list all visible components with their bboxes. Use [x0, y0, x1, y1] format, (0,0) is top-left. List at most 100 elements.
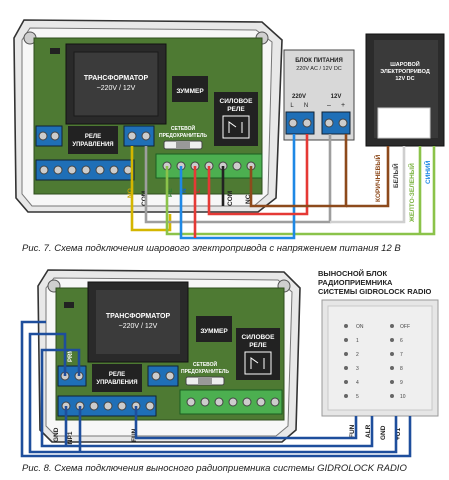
relay-symbol-icon	[222, 115, 250, 139]
svg-text:УПРАВЛЕНИЯ: УПРАВЛЕНИЯ	[96, 380, 137, 386]
indicator-label: 7	[400, 352, 403, 358]
svg-text:COM: COM	[227, 191, 234, 206]
svg-text:220V: 220V	[292, 94, 306, 100]
terminal-block-bottom	[35, 159, 135, 181]
svg-text:12V DC: 12V DC	[395, 76, 414, 82]
receiver-terminal-labels: FUN ALR GND +U1	[349, 424, 402, 440]
svg-text:+: +	[341, 102, 345, 109]
transformer-label: ТРАНСФОРМАТОР	[84, 75, 149, 82]
buzzer	[196, 316, 232, 342]
wires-fig8	[20, 320, 412, 458]
svg-text:ЗУММЕР: ЗУММЕР	[200, 328, 228, 335]
terminal-block-power	[179, 389, 283, 415]
svg-text:БЕЛЫЙ: БЕЛЫЙ	[391, 163, 400, 188]
control-relay	[68, 126, 118, 154]
indicator-led-icon	[344, 338, 348, 342]
svg-text:ПРЕДОХРАНИТЕЛЬ: ПРЕДОХРАНИТЕЛЬ	[181, 369, 229, 375]
svg-text:РЕЛЕ: РЕЛЕ	[109, 372, 125, 378]
prm-label: PRM	[68, 349, 74, 362]
indicator-led-icon	[344, 394, 348, 398]
svg-text:РАДИОПРИЕМНИКА: РАДИОПРИЕМНИКА	[318, 278, 393, 287]
svg-text:УПРАВЛЕНИЯ: УПРАВЛЕНИЯ	[72, 142, 113, 148]
relay-symbol-icon	[244, 351, 272, 375]
svg-text:+U1: +U1	[395, 428, 402, 440]
svg-text:FUN: FUN	[349, 424, 356, 438]
power-relay	[214, 92, 258, 146]
svg-text:КОРИЧНЕВЫЙ: КОРИЧНЕВЫЙ	[373, 154, 382, 202]
indicator-led-icon	[390, 394, 394, 398]
svg-text:PE: PE	[167, 188, 174, 197]
indicator-label: 10	[400, 394, 406, 400]
terminal-block-com	[147, 365, 179, 387]
figure-8-caption: Рис. 8. Схема подключения выносного ради…	[22, 463, 407, 474]
indicator-label: 3	[356, 366, 359, 372]
svg-text:NC: NC	[245, 194, 252, 204]
figure-7: ТРАНСФОРМАТОР ~220V / 12V ЗУММЕР СИЛОВОЕ…	[13, 19, 445, 240]
svg-text:ТРАНСФОРМАТОР: ТРАНСФОРМАТОР	[106, 313, 171, 320]
svg-text:ЭЛЕКТРОПРИВОД: ЭЛЕКТРОПРИВОД	[380, 69, 430, 75]
svg-text:СИЛОВОЕ: СИЛОВОЕ	[242, 334, 276, 341]
indicator-label: 1	[356, 338, 359, 344]
svg-text:~220V / 12V: ~220V / 12V	[119, 323, 158, 330]
svg-text:ЖЕЛТО-ЗЕЛЕНЫЙ: ЖЕЛТО-ЗЕЛЕНЫЙ	[407, 163, 416, 223]
terminal-labels: NO COM PE N L COM NC	[127, 188, 252, 206]
wire-labels: КОРИЧНЕВЫЙ БЕЛЫЙ ЖЕЛТО-ЗЕЛЕНЫЙ СИНИЙ	[373, 154, 432, 223]
indicator-label: 9	[400, 380, 403, 386]
indicator-led-icon	[344, 380, 348, 384]
terminal-block-prm	[57, 365, 87, 387]
indicator-label: ON	[356, 324, 364, 330]
svg-text:N: N	[304, 103, 308, 109]
power-relay	[236, 328, 280, 380]
terminal-block-bottom	[57, 395, 157, 417]
terminal-block-left	[35, 125, 63, 147]
svg-text:L: L	[195, 189, 202, 193]
indicator-led-icon	[344, 366, 348, 370]
svg-text:GND: GND	[53, 427, 60, 442]
svg-text:ПРЕДОХРАНИТЕЛЬ: ПРЕДОХРАНИТЕЛЬ	[159, 133, 207, 139]
figure-7-caption: Рис. 7. Схема подключения шарового элект…	[22, 243, 401, 254]
svg-text:СЕТЕВОЙ: СЕТЕВОЙ	[193, 360, 218, 368]
svg-text:ШАРОВОЙ: ШАРОВОЙ	[390, 60, 419, 68]
wires-fig7	[130, 134, 436, 240]
indicator-led-icon	[390, 338, 394, 342]
svg-text:СИНИЙ: СИНИЙ	[423, 160, 432, 184]
svg-text:INP1: INP1	[67, 431, 74, 446]
svg-text:COM: COM	[141, 191, 148, 206]
svg-text:ALR: ALR	[365, 424, 372, 438]
drive-cutout	[377, 107, 431, 139]
indicator-led-icon	[344, 352, 348, 356]
controller-terminal-labels: GND INP1 FUN	[53, 427, 138, 446]
svg-text:СИСТЕМЫ GIDROLOCK RADIO: СИСТЕМЫ GIDROLOCK RADIO	[318, 287, 432, 296]
svg-text:БЛОК ПИТАНИЯ: БЛОК ПИТАНИЯ	[295, 58, 343, 64]
svg-text:РЕЛЕ: РЕЛЕ	[249, 342, 267, 349]
svg-text:–: –	[327, 102, 331, 109]
svg-text:NO: NO	[127, 188, 134, 198]
svg-text:СЕТЕВОЙ: СЕТЕВОЙ	[171, 124, 196, 132]
indicator-label: 2	[356, 352, 359, 358]
figure-8: ТРАНСФОРМАТОР ~220V / 12V ЗУММЕР СИЛОВОЕ…	[20, 269, 439, 458]
svg-text:L: L	[290, 103, 294, 109]
indicator-label: 6	[400, 338, 403, 344]
indicator-led-icon	[390, 324, 394, 328]
terminal-block-com	[123, 125, 155, 147]
relay-label-1: СИЛОВОЕ	[220, 98, 254, 105]
svg-text:FUN: FUN	[131, 428, 138, 442]
indicator-label: 4	[356, 380, 359, 386]
transformer-rating: ~220V / 12V	[97, 85, 136, 92]
control-relay	[92, 364, 142, 392]
svg-text:12V: 12V	[331, 94, 342, 100]
svg-text:220V AC / 12V DC: 220V AC / 12V DC	[296, 66, 342, 72]
buzzer-label: ЗУММЕР	[176, 88, 204, 95]
indicator-led-icon	[390, 380, 394, 384]
svg-text:РЕЛЕ: РЕЛЕ	[85, 134, 101, 140]
svg-text:GND: GND	[380, 425, 387, 440]
indicator-led-icon	[390, 366, 394, 370]
buzzer	[172, 76, 208, 102]
svg-text:ВЫНОСНОЙ БЛОК: ВЫНОСНОЙ БЛОК	[318, 269, 387, 278]
svg-text:N: N	[181, 188, 188, 193]
indicator-led-icon	[390, 352, 394, 356]
indicator-label: 8	[400, 366, 403, 372]
relay-label-2: РЕЛЕ	[227, 106, 245, 113]
